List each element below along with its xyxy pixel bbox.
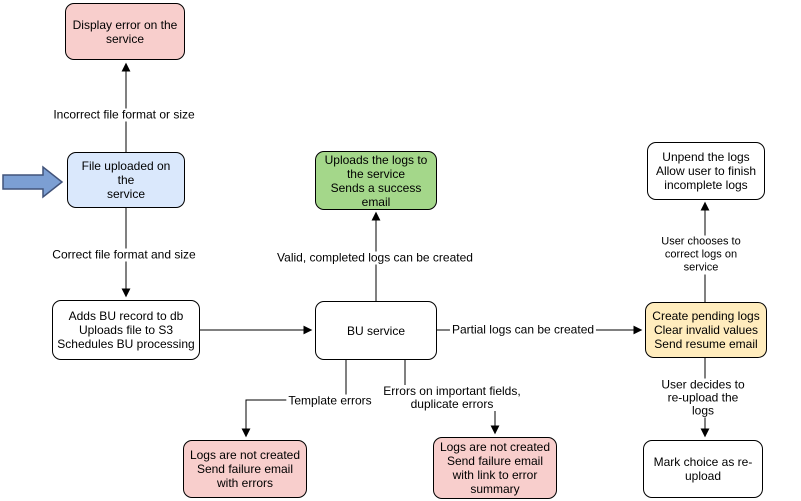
node-failure-errors: Logs are not created Send failure email …: [183, 440, 307, 498]
entry-arrow-icon: [2, 165, 64, 199]
node-display-error: Display error on the service: [65, 3, 185, 60]
node-upload-success: Uploads the logs to the service Sends a …: [315, 151, 437, 210]
edge-label-correct-format: Correct file format and size: [50, 247, 198, 262]
edge-label-field-errors: Errors on important fields, duplicate er…: [381, 384, 523, 411]
edge-label-partial-logs: Partial logs can be created: [449, 322, 597, 337]
node-mark-reupload: Mark choice as re- upload: [643, 440, 763, 498]
node-bu-service: BU service: [315, 301, 437, 360]
node-adds-bu-record: Adds BU record to db Uploads file to S3 …: [52, 300, 200, 360]
edge-label-user-corrects: User chooses to correct logs on service: [651, 235, 751, 275]
node-file-uploaded: File uploaded on the service: [67, 152, 185, 208]
node-failure-summary: Logs are not created Send failure email …: [433, 437, 557, 499]
edge-label-valid-logs: Valid, completed logs can be created: [275, 250, 475, 265]
edge-label-incorrect-format: Incorrect file format or size: [51, 107, 197, 122]
node-create-pending: Create pending logs Clear invalid values…: [645, 302, 767, 358]
edge-label-user-reuploads: User decides to re-upload the logs: [654, 378, 752, 418]
edge-label-template-errors: Template errors: [286, 393, 374, 408]
node-unpend-logs: Unpend the logs Allow user to finish inc…: [647, 142, 765, 200]
